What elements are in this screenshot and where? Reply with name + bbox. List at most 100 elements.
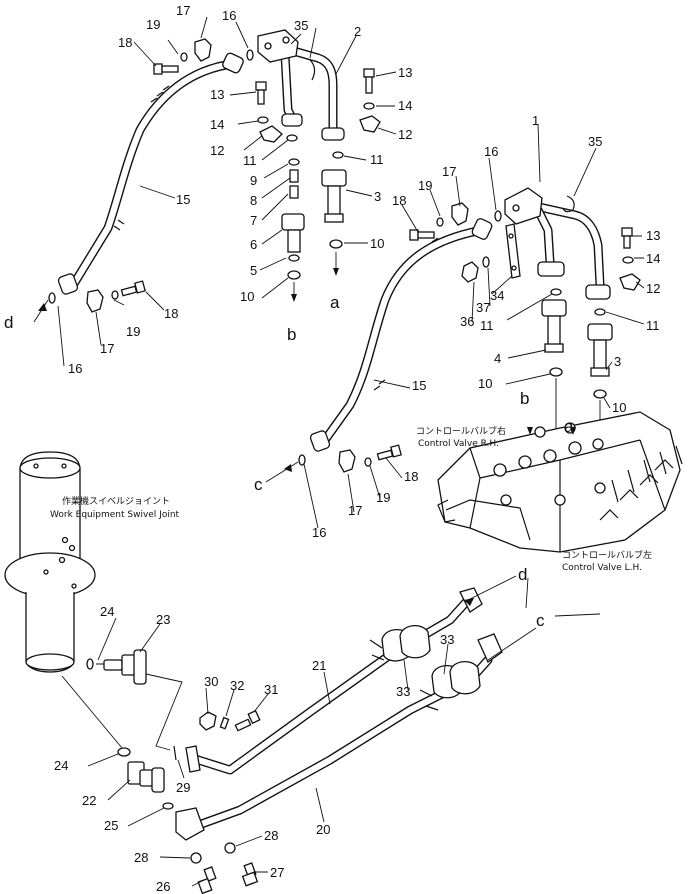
oring-16-top [246,49,254,61]
bolt-13-c [621,227,633,249]
label-11-b: 11 [243,153,257,168]
bracket-34 [505,223,521,279]
label-15-top: 15 [176,192,190,207]
elbow-4 [541,299,567,353]
label-36: 36 [460,314,474,329]
washer-28-b [224,842,236,854]
clamp-17-left [86,289,104,313]
label-32: 32 [230,678,244,693]
label-30: 30 [204,674,218,689]
captions: コントロールバルブ右 Control Valve R.H. 作業機スイベルジョイ… [50,425,652,573]
label-10-c: 10 [478,376,492,391]
elbow-22 [127,761,165,793]
label-13-a: 13 [398,65,412,80]
label-37: 37 [476,300,490,315]
label-35-top: 35 [294,18,308,33]
spring-8 [289,169,299,183]
label-13-c: 13 [646,228,660,243]
pipe-21 [185,587,483,775]
label-16-mid: 16 [484,144,498,159]
label-31: 31 [264,682,278,697]
oring-11-c [550,288,562,296]
oring-16-left [48,292,56,304]
control-valve [437,411,683,553]
oring-25 [162,802,174,810]
label-14-b: 14 [210,117,224,132]
swivel-joint [4,451,96,673]
label-3-top: 3 [374,189,381,204]
oring-11-mid [332,151,344,159]
hose-15-upper [70,59,237,287]
letter-c-mid: c [254,475,263,494]
label-28-b: 28 [264,828,278,843]
label-19-top: 19 [146,17,160,32]
label-24-b: 24 [54,758,68,773]
oring-10-d [593,389,607,399]
washer-19-left [111,290,119,300]
clamp-30 [199,711,217,731]
label-10-d: 10 [612,400,626,415]
hose-15-mid [320,225,487,445]
label-17-c: 17 [348,503,362,518]
label-3-mid: 3 [614,354,621,369]
washer-19-top [180,52,188,62]
letter-d-left: d [4,313,13,332]
label-17-mid: 17 [442,164,456,179]
caption-swivel-jp: 作業機スイベルジョイント [62,495,170,507]
bolt-18-c [376,444,402,461]
label-21: 21 [312,658,326,673]
leader-lines [33,16,645,887]
oring-5-base [288,254,300,262]
letter-d-bottom: d [518,565,527,584]
label-18-left: 18 [164,306,178,321]
caption-valve-rh-jp: コントロールバルブ右 [416,425,506,437]
label-35-mid: 35 [588,134,602,149]
clamp-12-b [259,125,283,143]
bolt-18-left [120,280,146,297]
label-17-top: 17 [176,3,190,18]
letter-a-top: a [330,293,340,312]
oring-29 [173,745,177,761]
label-15-mid: 15 [412,378,426,393]
label-27: 27 [270,865,284,880]
callout-labels: 17 19 18 16 35 2 13 14 12 13 14 12 11 9 … [4,3,660,894]
oring-10-b [287,270,301,280]
label-18-c: 18 [404,469,418,484]
washer-14-b [257,116,269,124]
label-1: 1 [532,113,539,128]
label-26: 26 [156,879,170,894]
letter-c-bottom: c [536,611,545,630]
label-10-b: 10 [240,289,254,304]
washer-19-mid [436,217,444,227]
bolt-13-b [255,81,267,105]
label-20: 20 [316,822,330,837]
clamp-33 [381,625,481,699]
label-7: 7 [250,213,257,228]
bolt-13-a [363,68,375,94]
label-14-c: 14 [646,251,660,266]
bolt-18-mid [409,229,435,241]
oring-24-a [86,658,94,670]
label-19-c: 19 [376,490,390,505]
bolt-27 [241,862,259,887]
letter-a-mid: a [564,417,574,436]
elbow-3-mid [587,323,613,377]
elbow-3-top [321,169,347,223]
caption-valve-lh-en: Control Valve L.H. [562,563,642,573]
label-29: 29 [176,780,190,795]
label-4: 4 [494,351,501,366]
clamp-17-top [194,38,212,62]
caption-valve-rh-en: Control Valve R.H. [418,439,499,449]
pipe-ends [369,639,439,711]
label-2: 2 [354,24,361,39]
washer-9 [288,158,300,166]
label-16-c: 16 [312,525,326,540]
washer-14-a [363,102,375,110]
label-8: 8 [250,193,257,208]
washer-14-c [622,256,634,264]
label-12-c: 12 [646,281,660,296]
oring-24-b [117,747,131,757]
bolt-18-top [153,63,179,75]
label-18-top: 18 [118,35,132,50]
